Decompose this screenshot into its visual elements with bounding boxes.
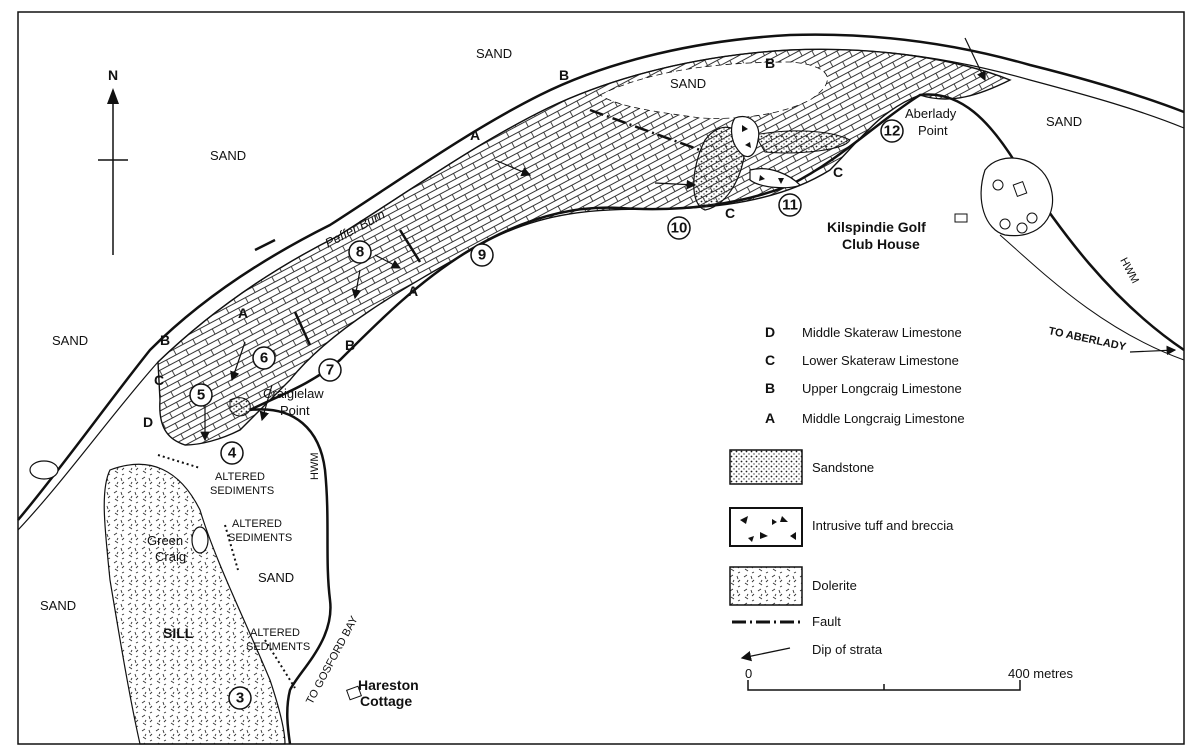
altered-sediment-margins [157, 454, 296, 689]
legend-tuff-fragments [740, 516, 796, 542]
svg-text:12: 12 [884, 123, 901, 140]
sill-label: SILL [163, 625, 194, 641]
svg-text:B: B [559, 67, 569, 83]
building-icon [346, 181, 1028, 701]
fault-lines [254, 108, 701, 346]
sandstone-body [754, 130, 851, 154]
site-markers [189, 119, 904, 710]
svg-text:5: 5 [197, 387, 205, 404]
unit-letters: B B A C C A B A B C D [143, 55, 843, 430]
legend-dip-label: Dip of strata [812, 642, 883, 657]
sand-label: SAND [670, 76, 706, 91]
altered-label: ALTERED [250, 627, 300, 639]
craigielaw-label: Point [280, 403, 310, 418]
legend-key-c: C [765, 352, 775, 368]
svg-text:C: C [154, 372, 164, 388]
svg-text:8: 8 [356, 244, 364, 261]
altered-label: ALTERED [232, 518, 282, 530]
svg-text:A: A [238, 305, 248, 321]
legend-label-d: Middle Skateraw Limestone [802, 325, 962, 340]
legend-label-a: Middle Longcraig Limestone [802, 411, 965, 426]
to-aberlady-label: TO ABERLADY [1047, 325, 1127, 353]
sand-label: SAND [40, 598, 76, 613]
svg-text:3: 3 [236, 690, 244, 707]
aberlady-point-label: Aberlady [905, 106, 957, 121]
altered-label: ALTERED [215, 471, 265, 483]
west-bay-shore [249, 408, 332, 745]
svg-text:C: C [725, 205, 735, 221]
golf-course-outline [980, 157, 1054, 237]
hareston-label: Cottage [360, 693, 412, 709]
sand-label: SAND [476, 46, 512, 61]
legend-label-c: Lower Skateraw Limestone [802, 353, 959, 368]
scale-max: 400 metres [1008, 666, 1074, 681]
scale-zero: 0 [745, 666, 752, 681]
svg-text:B: B [160, 332, 170, 348]
legend: D Middle Skateraw Limestone C Lower Skat… [729, 324, 965, 662]
sand-label: SAND [1046, 114, 1082, 129]
tuff-breccia-body [749, 168, 802, 189]
svg-text:7: 7 [326, 362, 334, 379]
sand-label: SAND [258, 570, 294, 585]
sand-bay-upper [599, 61, 828, 119]
svg-text:A: A [470, 127, 480, 143]
svg-text:C: C [833, 164, 843, 180]
green-craig-label: Green [147, 533, 183, 548]
legend-dolerite-label: Dolerite [812, 578, 857, 593]
legend-tuff-swatch [729, 507, 803, 547]
golf-house-label: Club House [842, 236, 920, 252]
legend-key-b: B [765, 380, 775, 396]
islet [29, 460, 59, 480]
svg-text:D: D [143, 414, 153, 430]
access-road [999, 234, 1185, 361]
svg-text:9: 9 [478, 247, 486, 264]
map-frame [17, 11, 1185, 745]
golf-house-label: Kilspindie Golf [827, 219, 926, 235]
svg-text:6: 6 [260, 350, 268, 367]
tree-icon [992, 179, 1038, 234]
tuff-fragments [742, 125, 784, 184]
north-label: N [108, 67, 118, 83]
legend-dip-arrow [740, 647, 791, 662]
dolerite-sill [103, 463, 286, 745]
svg-text:B: B [345, 337, 355, 353]
legend-label-b: Upper Longcraig Limestone [802, 381, 962, 396]
tuff-breccia-body [731, 116, 760, 158]
altered-label: SEDIMENTS [210, 485, 274, 497]
altered-label: SEDIMENTS [228, 532, 292, 544]
sandstone-body [229, 397, 251, 417]
hwm-label: HWM [1117, 256, 1141, 286]
svg-text:4: 4 [228, 445, 237, 462]
hareston-label: Hareston [358, 677, 419, 693]
green-craig-outcrop [191, 526, 209, 554]
green-craig-label: Craig [155, 549, 186, 564]
sand-labels: SAND SAND SAND SAND SAND SAND SAND [40, 46, 1082, 613]
altered-label: SEDIMENTS [246, 641, 310, 653]
outer-shoreline [17, 33, 1185, 521]
scale-bar: 0 400 metres [745, 666, 1074, 691]
north-arrow: N [98, 67, 128, 255]
legend-fault-label: Fault [812, 614, 841, 629]
sand-label: SAND [52, 333, 88, 348]
sand-label: SAND [210, 148, 246, 163]
svg-text:B: B [765, 55, 775, 71]
legend-key-a: A [765, 410, 775, 426]
dip-arrows [200, 37, 986, 442]
site-numbers: 3 4 5 6 7 8 9 10 11 12 [197, 123, 901, 707]
aberlady-point-label: Point [918, 123, 948, 138]
legend-tuff-label: Intrusive tuff and breccia [812, 518, 954, 533]
hwm-label: HWM [309, 453, 321, 481]
legend-sandstone-label: Sandstone [812, 460, 874, 475]
legend-sandstone-swatch [729, 449, 803, 485]
svg-text:11: 11 [782, 197, 798, 214]
legend-dolerite-swatch [729, 566, 803, 606]
svg-text:10: 10 [671, 220, 688, 237]
aberlady-arrow [1129, 345, 1177, 356]
legend-key-d: D [765, 324, 775, 340]
craigielaw-label: Craigielaw [263, 386, 324, 401]
svg-text:A: A [408, 283, 418, 299]
